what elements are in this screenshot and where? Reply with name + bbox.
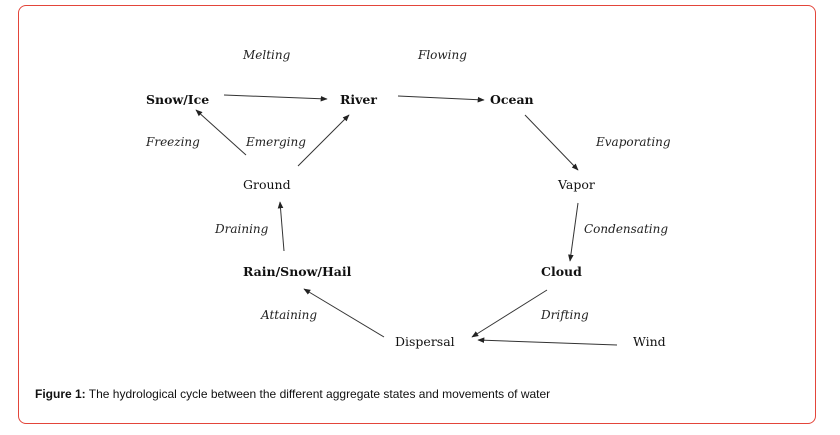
node-river: River [340, 92, 377, 107]
arrow-snow-to-river [223, 94, 328, 102]
process-evaporating: Evaporating [595, 135, 671, 149]
figure-frame [18, 5, 816, 424]
arrow-cloud-to-dispersal [471, 289, 548, 338]
process-drifting: Drifting [540, 308, 589, 322]
process-attaining: Attaining [260, 308, 317, 322]
arrow-ground-to-snow [195, 109, 247, 156]
node-ocean: Ocean [490, 92, 534, 107]
caption-text: The hydrological cycle between the diffe… [85, 387, 551, 401]
node-vapor: Vapor [557, 177, 595, 192]
arrow-ocean-to-vapor [524, 114, 579, 171]
arrow-wind-to-dispersal [477, 337, 618, 346]
figure-caption: Figure 1: The hydrological cycle between… [35, 387, 795, 401]
process-flowing: Flowing [417, 48, 467, 62]
node-cloud: Cloud [541, 264, 582, 279]
arrow-dispersal-to-rain [303, 288, 385, 338]
node-snow-ice: Snow/Ice [146, 92, 209, 107]
arrow-ground-to-river [297, 114, 350, 167]
process-draining: Draining [214, 222, 269, 236]
node-ground: Ground [243, 177, 291, 192]
node-rain-snow-hail: Rain/Snow/Hail [243, 264, 352, 279]
process-emerging: Emerging [245, 135, 306, 149]
arrow-vapor-to-cloud [568, 202, 579, 262]
process-condensating: Condensating [584, 222, 668, 236]
process-melting: Melting [242, 48, 291, 62]
caption-label: Figure 1: [35, 387, 86, 401]
process-freezing: Freezing [145, 135, 200, 149]
node-dispersal: Dispersal [395, 334, 455, 349]
node-wind: Wind [633, 334, 666, 349]
arrow-river-to-ocean [397, 95, 485, 103]
arrow-rain-to-ground [277, 201, 285, 252]
